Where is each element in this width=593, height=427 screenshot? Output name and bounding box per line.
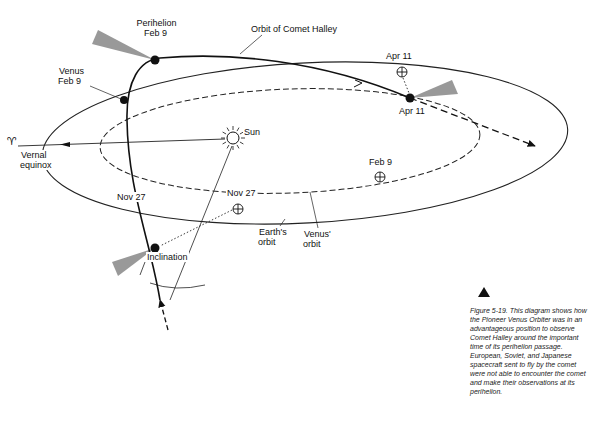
label-text: Vernal equinox	[20, 150, 53, 170]
label-text: Apr 11	[398, 106, 426, 116]
label-text: Nov 27	[226, 188, 257, 198]
label-text: Inclination	[146, 252, 189, 262]
leader-line	[310, 192, 318, 228]
orbit-label: Perihelion Feb 9	[130, 18, 182, 38]
inclination-axis	[170, 146, 232, 300]
comet-position	[406, 94, 415, 103]
sight-line	[160, 210, 232, 246]
comet-position	[151, 56, 160, 65]
sight-line	[403, 78, 409, 93]
orbit-label: Vernal equinox	[20, 150, 72, 170]
comet-direction	[354, 80, 362, 87]
leader-line	[240, 35, 262, 54]
label-text: Venus Feb 9	[58, 66, 84, 86]
orbit-label: Inclination	[146, 252, 189, 262]
orbit-label: Apr 11	[398, 106, 426, 116]
orbit-label: Nov 27	[226, 188, 257, 198]
orbit-label: Feb 9	[368, 157, 393, 167]
comet-orbit-incoming	[160, 300, 168, 330]
caption-marker	[478, 287, 490, 297]
leader-line	[280, 219, 285, 226]
orbit-label: Sun	[243, 127, 261, 137]
label-text: Sun	[243, 127, 261, 137]
label-text: Feb 9	[368, 157, 393, 167]
inclination-leader	[140, 262, 145, 275]
orbit-label: Nov 27	[116, 192, 147, 202]
label-text: Earth's orbit	[258, 227, 287, 247]
label-text: Nov 27	[116, 192, 147, 202]
orbit-label: Apr 11	[385, 51, 413, 61]
sun-symbol	[221, 126, 245, 150]
orbit-label: Venus' orbit	[303, 229, 345, 249]
equinox-line	[18, 139, 225, 146]
comet-tail	[410, 80, 458, 98]
venus-position	[120, 96, 128, 104]
orbit-label: Earth's orbit	[258, 227, 300, 247]
leader-line	[90, 86, 121, 99]
earth-symbol	[233, 67, 407, 214]
orbit-label: ♈	[6, 136, 18, 146]
comet-orbit	[127, 56, 410, 300]
orbit-label: Venus Feb 9	[58, 66, 94, 86]
label-text: Orbit of Comet Halley	[250, 24, 338, 34]
label-text: ♈	[6, 135, 18, 147]
equinox-arrow	[60, 142, 70, 147]
comet-orbit-outgoing	[410, 98, 535, 146]
orbit-label: Orbit of Comet Halley	[250, 24, 338, 34]
label-text: Venus' orbit	[303, 229, 331, 249]
label-text: Perihelion Feb 9	[135, 18, 176, 38]
label-text: Apr 11	[385, 51, 413, 61]
figure-caption: Figure 5-19. This diagram shows how the …	[470, 306, 588, 396]
